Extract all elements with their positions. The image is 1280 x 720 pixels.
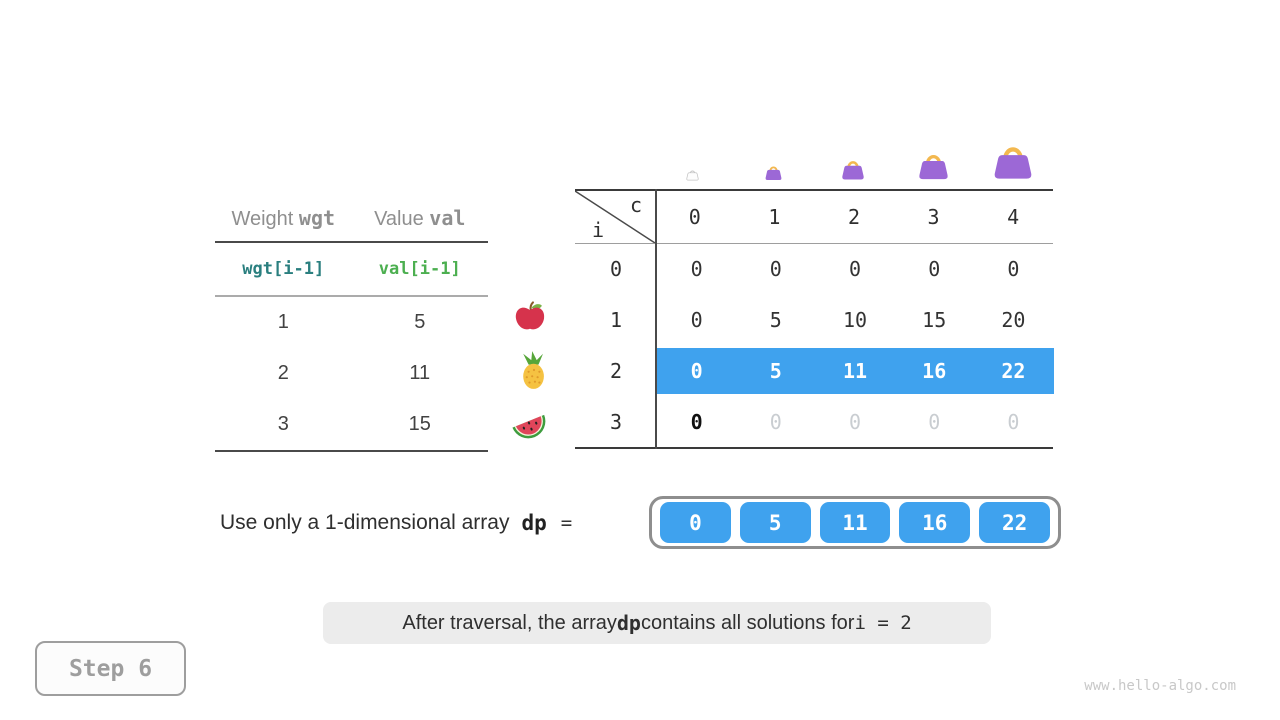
dp-cell-0-3: 0 [928, 257, 941, 282]
item-row-2: 2 11 [215, 348, 488, 399]
dp-corner-cell: c i [575, 191, 655, 243]
val-code: val [429, 206, 466, 230]
dp-row-3: 3 0 0 0 0 0 [575, 396, 1053, 447]
dp-table-header: c i 0 1 2 3 4 [575, 191, 1053, 244]
items-table: Weight wgt Value val wgt[i-1] val[i-1] 1… [215, 196, 488, 452]
item2-value: 11 [409, 362, 431, 384]
bag-small-icon [763, 162, 784, 186]
watermark: www.hello-algo.com [1084, 678, 1236, 694]
col-header-3: 3 [927, 205, 940, 229]
weight-label: Weight [231, 208, 294, 230]
dp-table-vertical-divider [655, 189, 657, 449]
item1-weight: 1 [277, 311, 289, 333]
dp-cell-3-4: 0 [1007, 409, 1020, 434]
dp-cell-0-2: 0 [848, 257, 862, 282]
dp-array-cell-2: 11 [819, 502, 891, 543]
dp-cell-1-0: 0 [690, 308, 703, 333]
dp-variable-name: dp [521, 510, 547, 535]
caption-text-before: After traversal, the array [402, 611, 617, 634]
value-column-header: Value val [352, 206, 489, 231]
col-header-2: 2 [847, 205, 860, 229]
dp-cell-2-1: 5 [769, 358, 782, 383]
row-highlight-band [657, 347, 1054, 395]
watermark-text: www.hello-algo.com [1084, 678, 1236, 694]
dp-col-headers: 0 1 2 3 4 [655, 191, 1053, 243]
dp-cell-2-4: 22 [1001, 358, 1026, 383]
dp-table: c i 0 1 2 3 4 0 0 0 0 0 0 1 [575, 189, 1054, 449]
dp-cell-0-1: 0 [769, 257, 782, 282]
dp-cell-2-3: 16 [922, 358, 947, 383]
caption-badge: After traversal, the array dp contains a… [323, 602, 991, 644]
dp-cell-2-0: 0 [690, 358, 703, 383]
dp-array-cell-3: 16 [899, 502, 971, 543]
formula-row: wgt[i-1] val[i-1] [215, 243, 488, 297]
dp-cell-1-4: 20 [1001, 308, 1026, 333]
value-label: Value [374, 208, 424, 230]
array-statement: Use only a 1-dimensional array dp = [220, 496, 572, 549]
weight-column-header: Weight wgt [215, 206, 352, 231]
bag-xlarge-icon [989, 137, 1037, 186]
dp-row-3-cells: 0 0 0 0 0 [657, 396, 1053, 447]
dp-cell-0-0: 0 [690, 257, 703, 282]
equals-sign: = [560, 511, 573, 534]
caption-dp-var: dp [616, 611, 641, 635]
row-axis-label: i [592, 218, 605, 242]
bag-large-icon [915, 147, 952, 186]
dp-cell-1-1: 5 [769, 308, 782, 333]
dp-cell-2-2: 11 [842, 358, 868, 383]
dp-row-2-highlighted: 2 0 5 11 16 22 [575, 346, 1054, 397]
step-badge: Step 6 [35, 641, 186, 696]
col-axis-label: c [629, 193, 642, 217]
dp-cell-0-4: 0 [1007, 257, 1020, 282]
pineapple-icon [516, 350, 552, 395]
row-label-0: 0 [609, 257, 623, 282]
dp-cell-1-3: 15 [922, 308, 947, 333]
col-header-4: 4 [1007, 205, 1020, 229]
watermelon-icon [510, 404, 548, 447]
dp-cell-1-2: 10 [842, 308, 868, 333]
dp-array-cell-0: 0 [660, 502, 731, 543]
row-label-2: 2 [609, 358, 623, 383]
caption-code-expr: i = 2 [854, 612, 912, 634]
dp-row-1: 1 0 5 10 15 20 [575, 295, 1053, 346]
dp-array-container: 0 5 11 16 22 [649, 496, 1061, 549]
dp-cell-3-3: 0 [928, 409, 941, 434]
caption-text-middle: contains all solutions for [640, 611, 855, 634]
item2-weight: 2 [277, 362, 289, 384]
wgt-code: wgt [298, 206, 336, 230]
dp-array-cell-1: 5 [739, 502, 811, 543]
array-statement-text: Use only a 1-dimensional array [220, 510, 510, 534]
val-formula: val[i-1] [378, 259, 461, 279]
col-header-1: 1 [768, 205, 781, 229]
items-table-header: Weight wgt Value val [215, 196, 488, 243]
step-badge-label: Step 6 [68, 655, 153, 682]
row-label-3: 3 [609, 409, 623, 434]
wgt-formula: wgt[i-1] [242, 259, 325, 279]
item3-value: 15 [408, 413, 431, 435]
dp-row-0: 0 0 0 0 0 0 [575, 244, 1053, 295]
apple-icon [513, 299, 547, 338]
bag-medium-icon [839, 155, 867, 186]
item3-weight: 3 [277, 413, 289, 435]
bag-outline-icon [685, 167, 700, 186]
corner-diagonal-line [575, 191, 655, 243]
dp-cell-3-2: 0 [848, 409, 862, 434]
dp-cell-3-1: 0 [769, 409, 782, 434]
dp-row-0-cells: 0 0 0 0 0 [657, 244, 1053, 295]
col-header-0: 0 [688, 205, 701, 229]
dp-array-cell-4: 22 [979, 502, 1050, 543]
item1-value: 5 [414, 311, 426, 333]
dp-row-2-cells: 0 5 11 16 22 [657, 346, 1054, 397]
dp-row-1-cells: 0 5 10 15 20 [657, 295, 1053, 346]
item-row-1: 1 5 [215, 297, 488, 348]
dp-cell-3-0: 0 [690, 409, 703, 434]
row-label-1: 1 [609, 308, 623, 333]
item-row-3: 3 15 [215, 399, 488, 452]
